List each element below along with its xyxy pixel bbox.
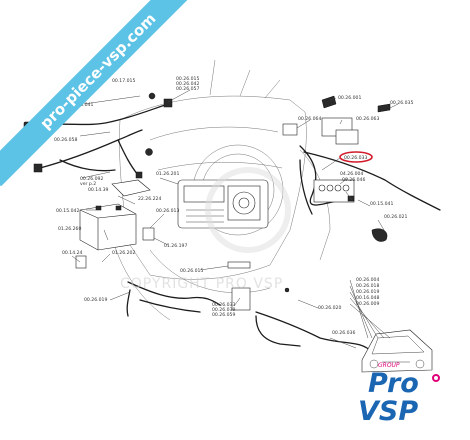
- callout-label: 01.26.197: [164, 243, 187, 249]
- callout-label: 00.26.063: [356, 116, 379, 122]
- callout-label: 00.16.048: [356, 295, 379, 301]
- highlight-oval: [339, 151, 373, 163]
- harness-right: [255, 145, 441, 353]
- callout-label: 00.26.013: [156, 208, 179, 214]
- ecu-and-relays: [282, 95, 391, 242]
- callout-label: 00.26.015: [176, 76, 199, 82]
- relay-module: [75, 227, 155, 269]
- callout-label: 00.26.018: [356, 283, 379, 289]
- callout-label: 00.26.042: [176, 81, 199, 87]
- callout-label: 00.15.041: [370, 201, 393, 207]
- logo-vsp-text: VSP: [358, 396, 419, 427]
- logo-pro-text: Pro: [368, 368, 419, 399]
- logo-ring-icon: [432, 374, 440, 382]
- highlighted-callout: 00.26.033: [344, 155, 367, 161]
- callout-label: 00.26.001: [338, 95, 361, 101]
- battery: [79, 203, 137, 251]
- callout-label: 01.26.201: [156, 171, 179, 177]
- engine-block: [177, 179, 269, 229]
- watermark-disk: [205, 167, 291, 253]
- callout-label: 00.26.039: [212, 307, 235, 313]
- callout-label: 01.26.202: [112, 250, 135, 256]
- callout-label: 00.26.020: [318, 305, 341, 311]
- copyright-watermark: COPYRIGHT PRO VSP: [120, 276, 283, 292]
- callout-label: 01.26.260: [58, 226, 81, 232]
- callout-label: 00.26.064: [298, 116, 321, 122]
- callout-label: 00.17.015: [112, 78, 135, 84]
- callout-labels: 00.17.015 00.26.041 00.26.015 00.26.042 …: [54, 76, 413, 336]
- callout-label: 00.26.019: [356, 289, 379, 295]
- callout-label: 00.26.057: [176, 86, 199, 92]
- callout-label: 00.14.24: [62, 250, 83, 256]
- callout-label: 00.26.059: [212, 312, 235, 318]
- leader-lines: [71, 89, 399, 349]
- harness-mid-left: [33, 129, 153, 179]
- logo-group-text: GROUP: [378, 362, 400, 369]
- callout-label: 00.26.009: [356, 301, 379, 307]
- battery-cover: [111, 179, 151, 197]
- callout-label: 00.26.058: [54, 137, 77, 143]
- connector-strip: [227, 261, 290, 311]
- car-front-thumbnail: [361, 329, 433, 373]
- callout-label: 00.26.092: [80, 176, 103, 182]
- callout-label: 00.26.035: [390, 100, 413, 106]
- fuse-box: [313, 179, 355, 203]
- callout-label: 00.26.021: [384, 214, 407, 220]
- callout-label: 00.26.036: [332, 330, 355, 336]
- callout-label: 00.26.046: [342, 177, 365, 183]
- callout-label: 04.26.004: [340, 171, 363, 177]
- callout-label: 22.26.224: [138, 196, 161, 202]
- callout-label: 00.26.015: [180, 268, 203, 274]
- brand-logo: GROUP Pro VSP: [350, 362, 450, 434]
- callout-label: 00.26.033: [212, 302, 235, 308]
- callout-label: 00.14.39: [88, 187, 109, 193]
- callout-label: 00.26.004: [356, 277, 379, 283]
- callout-label: ver p.2: [80, 181, 96, 187]
- callout-label: 00.26.019: [84, 297, 107, 303]
- callout-label: 00.15.042: [56, 208, 79, 214]
